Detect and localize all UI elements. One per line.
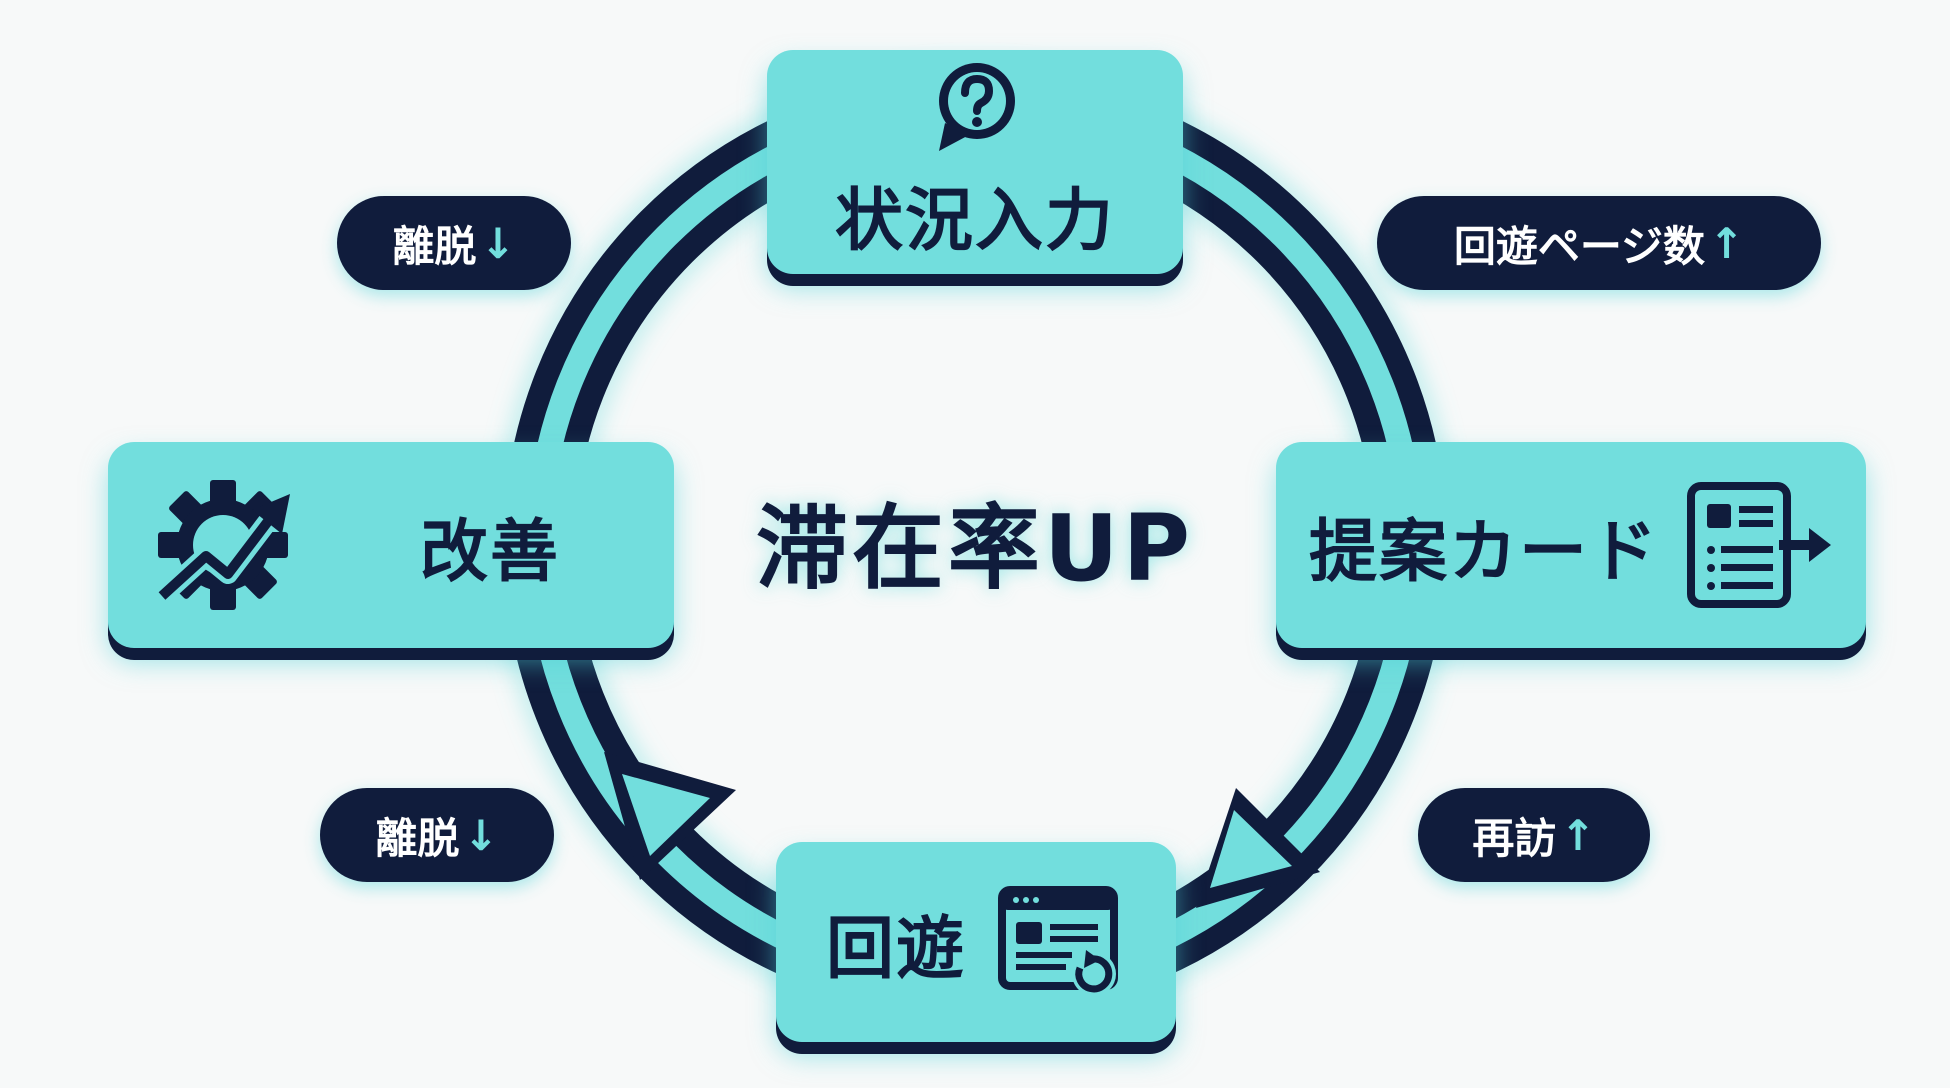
up-arrow-icon: ↑ [1560, 810, 1596, 860]
up-arrow-icon: ↑ [1708, 218, 1745, 268]
pill-label: 離脱 [375, 813, 460, 863]
flow-arrowhead-left [604, 752, 736, 880]
down-arrow-icon: ↓ [463, 810, 499, 860]
flow-arrowhead-right [1196, 788, 1320, 908]
node-improve[interactable]: 改善 [108, 442, 674, 648]
node-label: 改善 [420, 512, 561, 592]
node-proposal-card[interactable]: 提案カード [1276, 442, 1866, 648]
node-label: 状況入力 [834, 181, 1115, 261]
metric-pill-revisit: 再訪 ↑ [1418, 788, 1650, 882]
card-list-arrow-icon [1683, 480, 1833, 610]
down-arrow-icon: ↓ [480, 218, 516, 268]
node-label: 提案カード [1308, 512, 1659, 592]
node-situation-input[interactable]: 状況入力 [767, 50, 1183, 274]
metric-pill-exit-top: 離脱 ↓ [337, 196, 571, 290]
metric-pill-exit-bottom: 離脱 ↓ [320, 788, 554, 882]
metric-pill-pages: 回遊ページ数 ↑ [1377, 196, 1821, 290]
pill-label: 回遊ページ数 [1453, 221, 1705, 271]
pill-label: 再訪 [1472, 813, 1557, 863]
browser-refresh-icon [996, 884, 1126, 1000]
node-browse[interactable]: 回遊 [776, 842, 1176, 1042]
gear-growth-icon [148, 470, 298, 620]
question-bubble-icon [925, 55, 1025, 155]
node-label: 回遊 [825, 909, 966, 989]
pill-label: 離脱 [392, 221, 477, 271]
center-title: 滞在率UP [755, 494, 1195, 602]
